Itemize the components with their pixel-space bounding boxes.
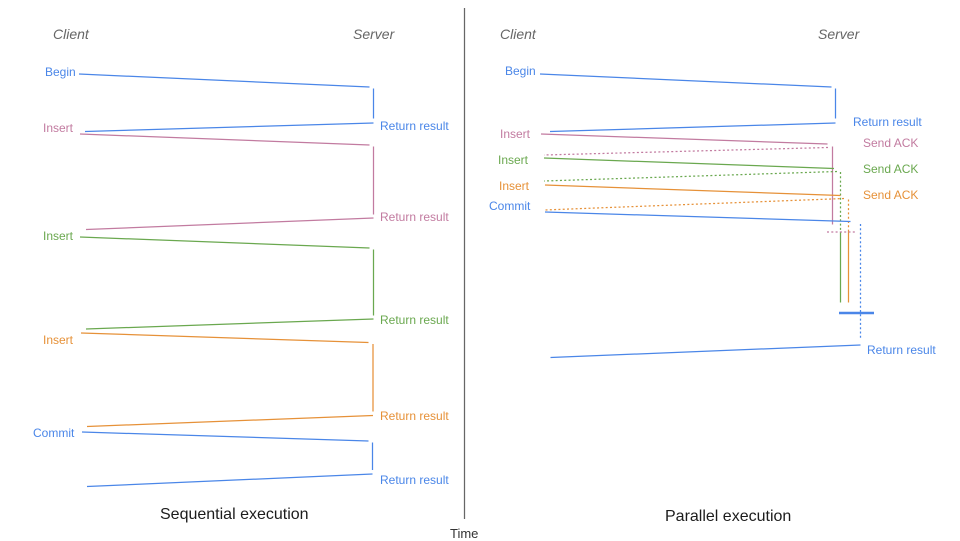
par-insert1-label: Insert <box>500 127 531 141</box>
par-begin-response-label: Return result <box>853 115 922 129</box>
seq-begin-request-arrow <box>78 73 370 88</box>
seq-insert3-request-arrow <box>80 332 369 344</box>
seq-insert2-response-arrow <box>85 318 374 330</box>
seq-insert2-response-label: Return result <box>380 313 449 327</box>
time-axis-label: Time <box>450 526 479 541</box>
par-commit-request-arrow <box>544 211 851 223</box>
par-server-header: Server <box>818 26 860 42</box>
seq-commit-response-arrow <box>86 473 373 488</box>
par-commit-exchange <box>544 211 874 359</box>
par-insert1-ack-label: Send ACK <box>863 136 919 150</box>
par-insert3-ack-arrow <box>543 197 845 211</box>
par-insert2-ack-label: Send ACK <box>863 162 919 176</box>
seq-insert1-label: Insert <box>43 121 74 135</box>
seq-insert1-response-arrow <box>85 217 374 231</box>
seq-insert2-label: Insert <box>43 229 74 243</box>
par-begin-response-arrow <box>549 122 836 133</box>
par-insert3-request-arrow <box>544 184 841 197</box>
seq-begin-exchange <box>78 73 375 133</box>
par-insert3-label: Insert <box>499 179 530 193</box>
par-insert3-ack-label: Send ACK <box>863 188 919 202</box>
seq-begin-response-arrow <box>84 122 374 133</box>
seq-commit-request-arrow <box>81 431 369 442</box>
seq-insert1-exchange <box>79 133 375 231</box>
seq-begin-response-label: Return result <box>380 119 449 133</box>
par-insert2-request-arrow <box>543 157 835 170</box>
seq-begin-label: Begin <box>45 65 76 79</box>
par-insert2-label: Insert <box>498 153 529 167</box>
par-begin-request-arrow <box>539 73 832 88</box>
par-insert2-exchange <box>543 157 842 303</box>
seq-commit-label: Commit <box>33 426 75 440</box>
par-insert3-exchange <box>543 184 850 303</box>
seq-insert2-exchange <box>79 236 375 330</box>
par-insert1-ack-arrow <box>543 146 829 156</box>
seq-server-header: Server <box>353 26 395 42</box>
par-commit-response-label: Return result <box>867 343 936 357</box>
seq-commit-exchange <box>81 431 374 488</box>
par-commit-response-arrow <box>550 344 861 359</box>
seq-insert3-exchange <box>80 332 374 428</box>
seq-client-header: Client <box>53 26 89 42</box>
par-panel-title: Parallel execution <box>665 508 792 525</box>
seq-insert1-response-label: Return result <box>380 210 449 224</box>
seq-insert2-request-arrow <box>79 236 370 249</box>
seq-insert3-label: Insert <box>43 333 74 347</box>
par-client-header: Client <box>500 26 536 42</box>
par-begin-exchange <box>539 73 837 133</box>
par-commit-label: Commit <box>489 199 531 213</box>
par-insert2-ack-arrow <box>543 170 838 182</box>
par-begin-label: Begin <box>505 64 536 78</box>
par-insert1-request-arrow <box>540 133 828 145</box>
par-insert1-exchange <box>540 133 834 225</box>
seq-commit-response-label: Return result <box>380 473 449 487</box>
seq-insert3-response-arrow <box>86 414 374 428</box>
seq-insert1-request-arrow <box>79 133 370 146</box>
seq-insert3-response-label: Return result <box>380 409 449 423</box>
seq-panel-title: Sequential execution <box>160 506 309 523</box>
